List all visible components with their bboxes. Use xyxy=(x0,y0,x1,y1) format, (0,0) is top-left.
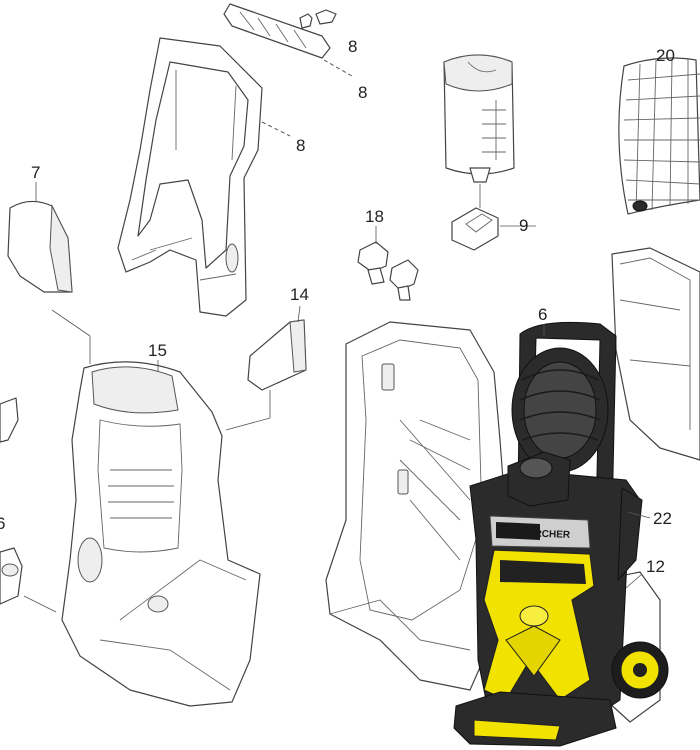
small-cover xyxy=(226,306,306,430)
pressure-washer-body xyxy=(454,452,668,746)
left-fragments xyxy=(0,398,56,612)
callout-20: 20 xyxy=(656,46,675,65)
callout-15: 15 xyxy=(148,341,167,360)
front-housing xyxy=(52,310,260,706)
callout-8-lower: 8 xyxy=(296,136,305,155)
handle-frame xyxy=(118,38,262,316)
callout-8-middle: 8 xyxy=(358,83,367,102)
side-cover xyxy=(8,182,72,292)
filter-screen xyxy=(619,58,700,214)
callout-6: 6 xyxy=(538,305,547,324)
clips xyxy=(358,226,418,300)
callout-9: 9 xyxy=(519,216,528,235)
top-bracket xyxy=(224,4,352,136)
detergent-tank xyxy=(444,55,514,250)
callout-8-top: 8 xyxy=(348,37,357,56)
callout-18: 18 xyxy=(365,207,384,226)
callout-14: 14 xyxy=(290,285,309,304)
callout-6-left: 6 xyxy=(0,514,5,533)
callout-12: 12 xyxy=(646,557,665,576)
brand-logo-text: KÄRCHER xyxy=(520,526,571,541)
callout-22: 22 xyxy=(653,509,672,528)
callout-7: 7 xyxy=(31,163,40,182)
